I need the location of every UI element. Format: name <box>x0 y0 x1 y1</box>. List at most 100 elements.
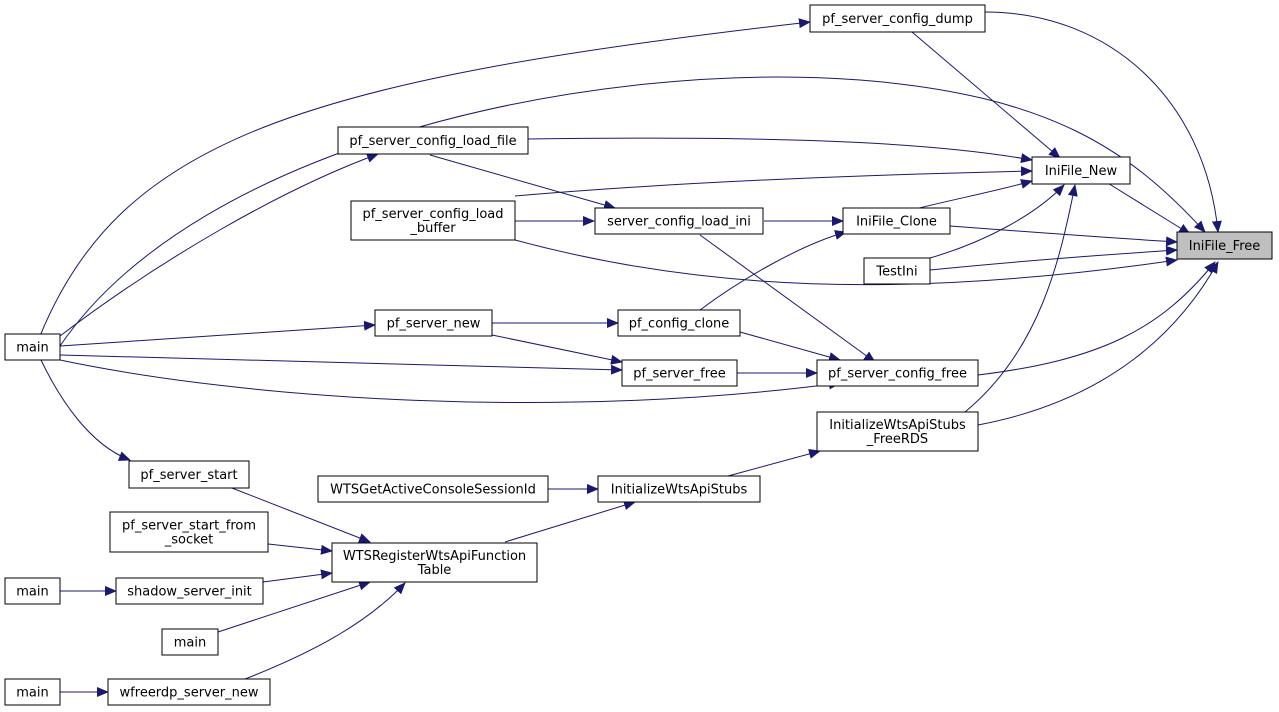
node-wtsgetactiveconsolesessionid[interactable]: WTSGetActiveConsoleSessionId <box>317 475 549 503</box>
svg-text:pf_server_config_load_buffer: pf_server_config_load_buffer <box>362 207 503 236</box>
edge-dump-to-new <box>911 31 1061 159</box>
edge-startfromsocket-to-wtsregister <box>267 543 333 555</box>
node-label-line: _buffer <box>409 221 456 236</box>
svg-text:pf_server_config_dump: pf_server_config_dump <box>822 12 973 27</box>
edge-testini-to-free <box>929 245 1178 271</box>
node-label-line: Table <box>417 563 452 578</box>
edge-loadfile-to-free <box>59 76 1206 347</box>
node-label-line: WTSGetActiveConsoleSessionId <box>330 483 536 498</box>
edge-main-to-dump <box>39 18 811 337</box>
node-label-line: wfreerdp_server_new <box>120 686 259 701</box>
svg-text:pf_server_new: pf_server_new <box>387 317 481 332</box>
edge-main-to-serverfree <box>59 354 623 375</box>
svg-text:WTSGetActiveConsoleSessionId: WTSGetActiveConsoleSessionId <box>330 483 536 498</box>
svg-text:pf_config_clone: pf_config_clone <box>629 317 730 332</box>
node-label-line: _FreeRDS <box>866 432 928 447</box>
node-main-standalone[interactable]: main <box>161 628 219 656</box>
edge-servernew-to-serverfree <box>491 334 623 365</box>
svg-text:main: main <box>16 341 48 356</box>
node-initializewtsapistubs-freerds[interactable]: InitializeWtsApiStubs_FreeRDS <box>816 411 979 452</box>
svg-text:main: main <box>16 686 48 701</box>
svg-text:IniFile_New: IniFile_New <box>1045 164 1118 179</box>
edge-testini-to-new <box>929 184 1065 259</box>
node-label-line: InitializeWtsApiStubs <box>611 483 748 498</box>
node-label-line: pf_server_new <box>387 317 481 332</box>
svg-text:pf_server_free: pf_server_free <box>633 367 726 382</box>
node-label-line: TestIni <box>875 265 917 280</box>
node-inifile-new[interactable]: IniFile_New <box>1031 156 1131 185</box>
node-label-line: InitializeWtsApiStubs <box>829 418 966 433</box>
node-main[interactable]: main <box>4 333 61 361</box>
edge-loadbuffer-to-free <box>514 239 1178 286</box>
edge-freerds-to-free <box>977 261 1219 426</box>
node-label-line: IniFile_Free <box>1189 239 1261 254</box>
svg-text:wfreerdp_server_new: wfreerdp_server_new <box>120 686 259 701</box>
svg-text:main: main <box>16 585 48 600</box>
edge-loadbuffer-to-new <box>514 166 1033 197</box>
edge-main-to-loadfile <box>59 153 379 337</box>
node-testini[interactable]: TestIni <box>863 257 931 285</box>
edge-initstubs-to-freerds <box>727 449 821 477</box>
svg-text:shadow_server_init: shadow_server_init <box>127 585 252 600</box>
node-label-line: pf_server_start <box>140 468 237 483</box>
node-label-line: main <box>174 636 206 651</box>
edge-configclone-to-configfree <box>739 331 841 362</box>
node-pf-server-config-load-buffer[interactable]: pf_server_config_load_buffer <box>350 200 516 241</box>
svg-text:pf_server_config_free: pf_server_config_free <box>828 367 967 382</box>
node-wfreerdp-server-new[interactable]: wfreerdp_server_new <box>107 678 271 706</box>
node-label-line: WTSRegisterWtsApiFunction <box>343 549 526 564</box>
svg-text:IniFile_Free: IniFile_Free <box>1189 239 1261 254</box>
node-pf-server-config-free[interactable]: pf_server_config_free <box>816 359 979 387</box>
node-shadow-server-init[interactable]: shadow_server_init <box>115 577 264 605</box>
node-main-wfreerdp[interactable]: main <box>4 678 61 706</box>
svg-text:pf_server_start_from_socket: pf_server_start_from_socket <box>122 519 256 548</box>
node-label-line: main <box>16 686 48 701</box>
node-label-line: pf_server_config_load <box>362 207 503 222</box>
node-pf-server-config-load-file[interactable]: pf_server_config_load_file <box>337 126 529 155</box>
svg-text:pf_server_config_load_file: pf_server_config_load_file <box>349 134 516 149</box>
node-server-config-load-ini[interactable]: server_config_load_ini <box>594 207 764 235</box>
svg-text:pf_server_start: pf_server_start <box>140 468 237 483</box>
edge-dump-to-free <box>984 11 1222 233</box>
node-pf-server-start-from-socket[interactable]: pf_server_start_from_socket <box>109 511 269 553</box>
node-label-line: pf_server_config_free <box>828 367 967 382</box>
edge-serverstart-to-wtsregister <box>231 487 371 543</box>
node-label-line: main <box>16 341 48 356</box>
node-pf-server-new[interactable]: pf_server_new <box>374 309 493 337</box>
node-main-shadow[interactable]: main <box>4 577 61 605</box>
node-label-line: server_config_load_ini <box>607 215 751 230</box>
node-label-line: pf_config_clone <box>629 317 730 332</box>
svg-text:InitializeWtsApiStubs_FreeRDS: InitializeWtsApiStubs_FreeRDS <box>829 418 966 447</box>
edge-inifile-clone-to-free <box>949 225 1178 247</box>
node-label-line: shadow_server_init <box>127 585 252 600</box>
node-label-line: _socket <box>164 533 214 548</box>
node-pf-server-config-dump[interactable]: pf_server_config_dump <box>809 4 986 33</box>
edge-new-to-free <box>1105 181 1191 235</box>
node-label-line: pf_server_config_dump <box>822 12 973 27</box>
node-inifile-free[interactable]: IniFile_Free <box>1176 231 1273 260</box>
node-label-line: main <box>16 585 48 600</box>
svg-text:server_config_load_ini: server_config_load_ini <box>607 215 751 230</box>
node-inifile-clone[interactable]: IniFile_Clone <box>842 207 951 235</box>
edge-loadini-to-configfree <box>699 234 876 363</box>
node-label-line: pf_server_free <box>633 367 726 382</box>
edge-shadowinit-to-wtsregister <box>262 569 333 583</box>
edge-loadfile-to-new <box>527 137 1033 163</box>
svg-text:main: main <box>174 636 206 651</box>
edge-main-to-serverstart <box>39 357 131 461</box>
node-label-line: IniFile_New <box>1045 164 1118 179</box>
edge-loadfile-to-loadini <box>429 154 616 210</box>
node-initializewtsapistubs[interactable]: InitializeWtsApiStubs <box>597 475 761 503</box>
node-pf-server-free[interactable]: pf_server_free <box>621 359 738 387</box>
node-label-line: pf_server_config_load_file <box>349 134 516 149</box>
svg-text:IniFile_Clone: IniFile_Clone <box>856 215 937 230</box>
node-label-line: pf_server_start_from <box>122 519 256 534</box>
edge-configfree-to-free <box>977 261 1216 376</box>
node-pf-config-clone[interactable]: pf_config_clone <box>617 309 741 337</box>
node-pf-server-start[interactable]: pf_server_start <box>128 460 250 489</box>
edge-main-to-servernew <box>59 320 376 347</box>
node-label-line: IniFile_Clone <box>856 215 937 230</box>
edge-freerds-to-new <box>964 184 1078 413</box>
